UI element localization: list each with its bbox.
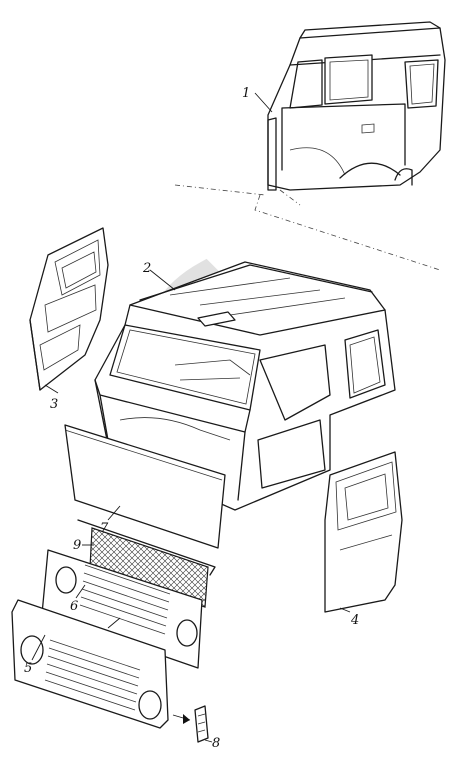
callout-labels: 1 2 3 4 5 6 7 8 9: [24, 86, 359, 751]
callout-5: 5: [24, 661, 32, 676]
explosion-lines: [174, 184, 441, 271]
leader-lines: [31, 92, 351, 743]
bracket-part: [172, 705, 209, 743]
callout-7: 7: [100, 521, 109, 536]
callout-2: 2: [142, 261, 151, 276]
cab-body-frame: [94, 261, 396, 511]
mesh-screen: [77, 519, 216, 608]
left-door: [29, 227, 109, 391]
right-door: [324, 451, 403, 613]
assembled-cab: [267, 21, 446, 191]
callout-4: 4: [350, 613, 359, 628]
front-cover: [11, 599, 169, 729]
radiator-grille: [41, 549, 203, 669]
callout-3: 3: [50, 397, 58, 412]
callout-9: 9: [73, 538, 81, 553]
front-panel: [64, 424, 226, 549]
callout-1: 1: [242, 86, 250, 101]
callout-8: 8: [212, 736, 220, 751]
callout-6: 6: [70, 599, 78, 614]
